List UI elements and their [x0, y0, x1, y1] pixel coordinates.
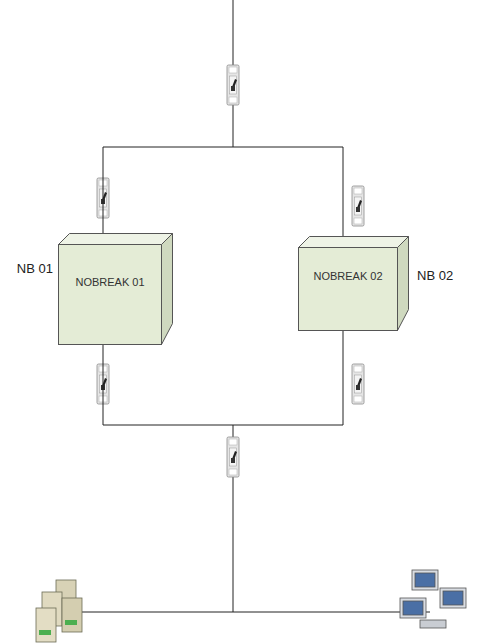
box-side-face: [398, 237, 409, 331]
ups-label: NOBREAK 01: [59, 245, 161, 288]
server-icon: [36, 580, 82, 642]
ups-label: NOBREAK 02: [299, 248, 397, 282]
workstation-icon: [400, 570, 466, 628]
box-top-face: [299, 237, 409, 248]
ups-tag: NB 02: [417, 268, 453, 283]
ups-box: NOBREAK 02NB 02: [298, 247, 398, 331]
box-top-face: [59, 234, 173, 245]
ups-box: NB 01NOBREAK 01: [58, 244, 162, 345]
power-bus: [103, 331, 343, 425]
ups-tag: NB 01: [17, 261, 53, 276]
power-bus: [103, 147, 343, 242]
box-side-face: [162, 234, 173, 345]
